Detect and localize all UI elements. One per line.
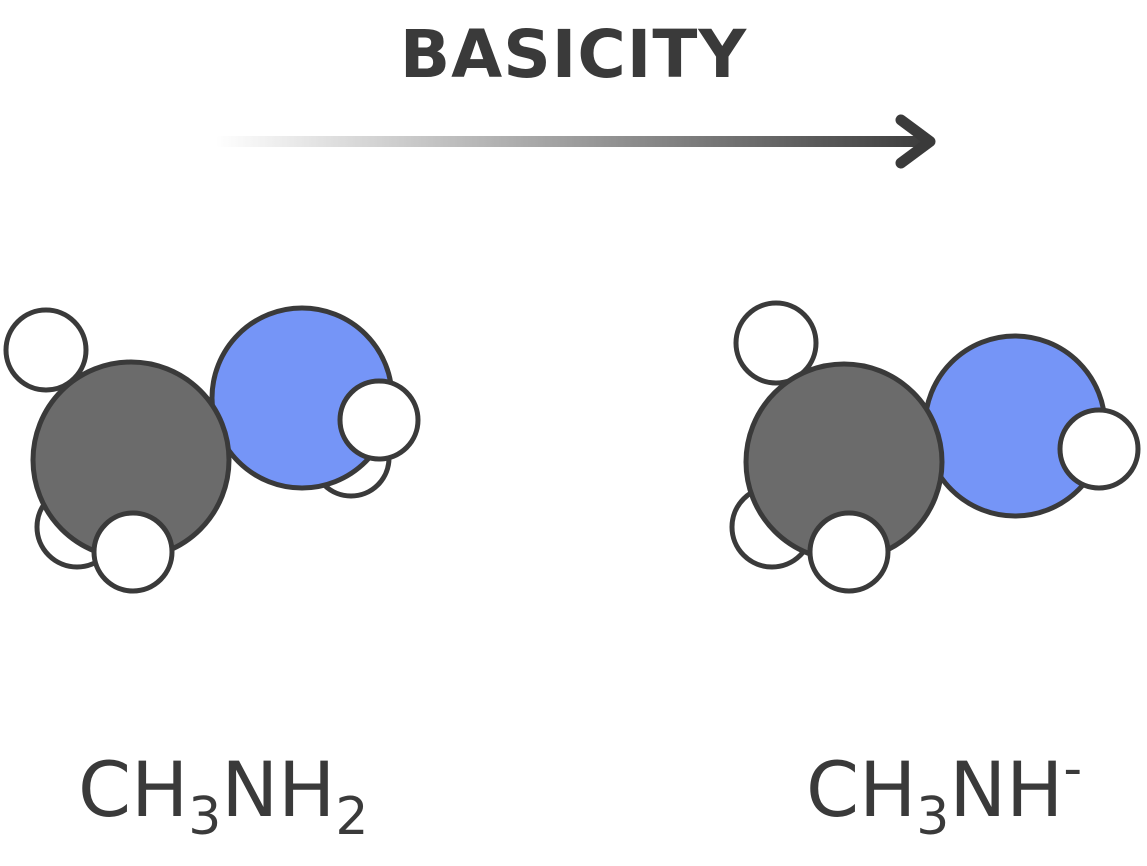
hydrogen-atom [807,510,891,594]
diagram-title: BASICITY [0,22,1147,88]
molecule-methylamine [3,305,421,594]
arrow-head [895,114,936,169]
hydrogen-atom [337,378,421,462]
formula-subscript: 2 [335,787,369,847]
hydrogen-atom [1057,407,1141,491]
formula-methylamine: CH3NH2 [78,752,368,844]
hydrogen-atom [91,510,175,594]
formula-subscript: 3 [916,787,950,847]
formula-methylamide-anion: CH3NH- [806,743,1082,843]
formula-part: CH [806,745,917,834]
formula-charge-superscript: - [1063,739,1083,799]
formula-part: NH [949,745,1064,834]
hydrogen-atom [3,307,89,393]
basicity-arrow [215,114,936,169]
formula-part: CH [78,745,189,834]
molecule-methylamide-anion [729,300,1141,594]
title-text: BASICITY [399,16,748,93]
hydrogen-atom [733,300,819,386]
formula-part: NH [221,745,336,834]
arrow-shaft [215,136,927,147]
formula-subscript: 3 [188,787,222,847]
